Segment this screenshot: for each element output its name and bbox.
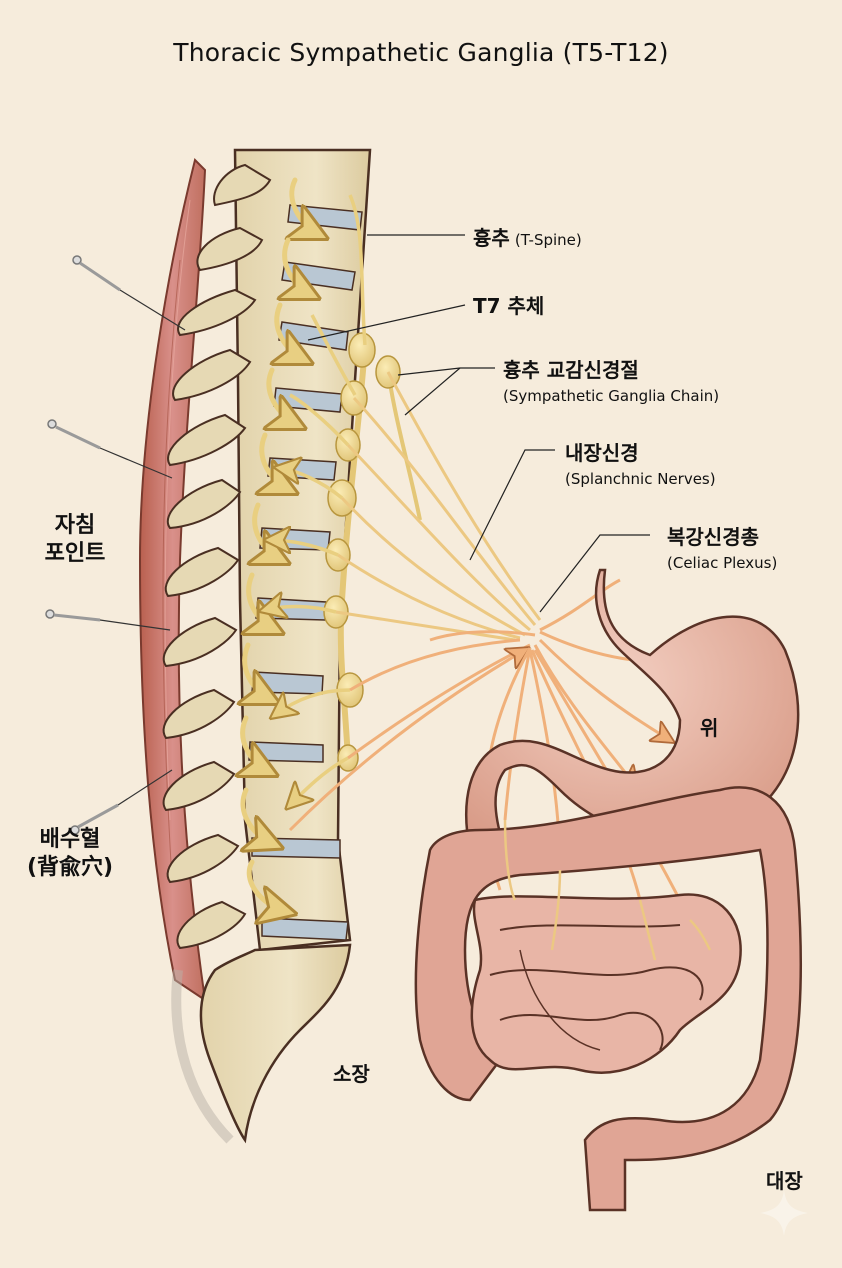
label-back-shu-line1: 배수혈 (39, 827, 101, 852)
ganglion-nodes (323, 332, 401, 772)
label-ganglia-chain-en: (Sympathetic Ganglia Chain) (503, 387, 720, 405)
label-stomach: 위 (700, 716, 719, 740)
needle-2 (47, 419, 173, 479)
sympathetic-chain (265, 194, 422, 805)
label-splanchnic-ko: 내장신경 (565, 441, 639, 465)
leader-lines (307, 234, 650, 613)
label-celiac-ko: 복강신경총 (667, 525, 759, 549)
label-splanchnic-en: (Splanchnic Nerves) (565, 470, 716, 488)
label-t7-body: T7 추체 (473, 290, 544, 319)
spine (162, 148, 372, 1144)
label-celiac-en: (Celiac Plexus) (667, 554, 778, 572)
spinal-nerve-roots (243, 177, 320, 912)
label-back-shu: 배수혈 (背兪穴) (20, 826, 120, 882)
label-t-spine-ko: 흉추 (473, 226, 510, 250)
splanchnic-nerves (335, 371, 542, 642)
label-celiac: 복강신경총 (Celiac Plexus) (667, 521, 777, 572)
label-t-spine-en: (T-Spine) (514, 231, 582, 249)
label-large-intestine: 대장 (766, 1169, 803, 1193)
label-acupuncture-line1: 자침 (54, 513, 96, 538)
label-t7-body-ko: T7 추체 (473, 294, 545, 318)
label-t-spine: 흉추 (T-Spine) (473, 222, 582, 251)
stomach (465, 568, 800, 852)
needle-1 (72, 255, 186, 331)
label-acupuncture-line2: 포인트 (44, 541, 106, 566)
diagram-title: Thoracic Sympathetic Ganglia (T5-T12) (173, 38, 669, 67)
sparkle-icon (760, 1190, 808, 1236)
needle-4 (70, 769, 173, 835)
vertebral-processes (162, 163, 272, 950)
label-back-shu-line2: (背兪穴) (26, 855, 114, 880)
acupuncture-needles (45, 255, 186, 835)
sacrum (199, 943, 352, 1144)
small-intestine (470, 893, 742, 1074)
label-small-intestine: 소장 (333, 1062, 370, 1086)
label-splanchnic: 내장신경 (Splanchnic Nerves) (565, 437, 716, 488)
label-ganglia-chain: 흉추 교감신경절 (Sympathetic Ganglia Chain) (503, 354, 719, 405)
label-ganglia-chain-ko: 흉추 교감신경절 (503, 358, 639, 382)
needle-3 (45, 609, 171, 631)
label-acupuncture-points: 자침 포인트 (30, 512, 120, 568)
